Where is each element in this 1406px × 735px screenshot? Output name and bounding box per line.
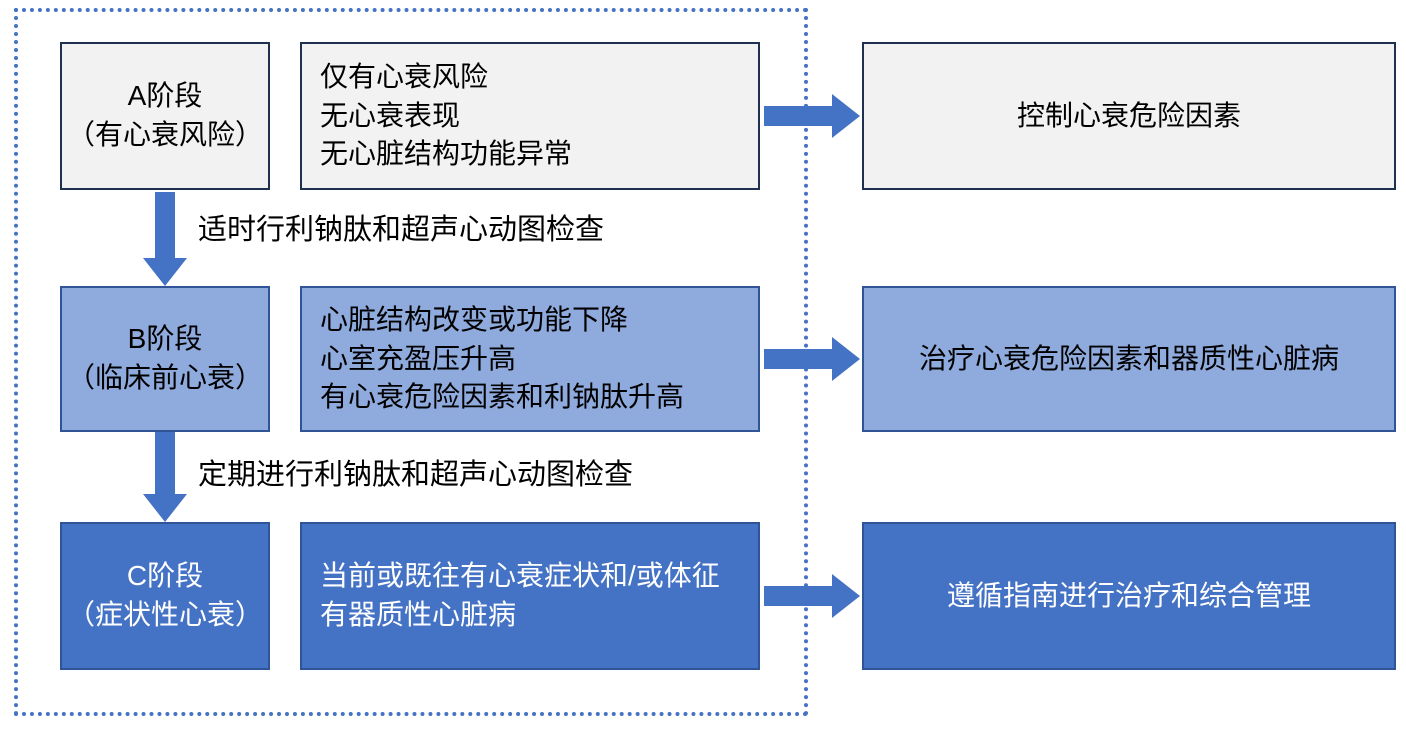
arrow-head <box>832 94 860 138</box>
stage-c-sublabel: （症状性心衰） <box>66 599 263 630</box>
arrow-shaft <box>764 349 834 369</box>
stage-b-action-box: 治疗心衰危险因素和器质性心脏病 <box>862 286 1396 432</box>
stage-c-action-label: 遵循指南进行治疗和综合管理 <box>946 579 1311 611</box>
transition-b-to-c-label: 定期进行利钠肽和超声心动图检查 <box>198 459 634 491</box>
stage-c-action-box: 遵循指南进行治疗和综合管理 <box>862 522 1396 670</box>
arrow-head <box>143 258 187 286</box>
arrow-shaft <box>764 586 834 606</box>
transition-a-to-b-label: 适时行利钠肽和超声心动图检查 <box>198 214 605 246</box>
stage-c-criteria-box: 当前或既往有心衰症状和/或体征 有器质性心脏病 <box>300 522 760 670</box>
stage-a-criteria-box: 仅有心衰风险 无心衰表现 无心脏结构功能异常 <box>300 42 760 190</box>
arrow-head <box>832 574 860 618</box>
stage-a-right-arrow-icon <box>764 94 860 138</box>
stage-b-box: B阶段 （临床前心衰） <box>60 286 270 432</box>
stage-b-action-label: 治疗心衰危险因素和器质性心脏病 <box>918 342 1339 374</box>
stage-b-criteria-box: 心脏结构改变或功能下降 心室充盈压升高 有心衰危险因素和利钠肽升高 <box>300 286 760 432</box>
stage-a-action-label: 控制心衰危险因素 <box>1016 99 1241 131</box>
stage-a-label: A阶段 <box>127 80 203 112</box>
arrow-shaft <box>155 432 175 496</box>
stage-c-box: C阶段 （症状性心衰） <box>60 522 270 670</box>
stage-c-criteria-line: 当前或既往有心衰症状和/或体征 <box>320 560 720 592</box>
stage-b-sublabel: （临床前心衰） <box>66 362 263 393</box>
arrow-head <box>143 494 187 522</box>
stage-b-criteria-line: 有心衰危险因素和利钠肽升高 <box>320 381 685 413</box>
arrow-head <box>832 337 860 381</box>
stage-b-to-c-arrow-icon <box>143 432 187 522</box>
arrow-shaft <box>764 106 834 126</box>
stage-c-right-arrow-icon <box>764 574 860 618</box>
stage-a-criteria-line: 无心衰表现 <box>320 99 461 131</box>
stage-b-label: B阶段 <box>127 323 203 355</box>
stage-b-criteria-line: 心脏结构改变或功能下降 <box>320 304 629 336</box>
stage-a-action-box: 控制心衰危险因素 <box>862 42 1396 190</box>
stage-c-criteria-line: 有器质性心脏病 <box>320 599 517 630</box>
stage-a-criteria-line: 仅有心衰风险 <box>320 61 489 93</box>
arrow-shaft <box>155 192 175 260</box>
stage-b-right-arrow-icon <box>764 337 860 381</box>
stage-a-box: A阶段 （有心衰风险） <box>60 42 270 190</box>
stage-b-criteria-line: 心室充盈压升高 <box>320 342 517 374</box>
stage-a-sublabel: （有心衰风险） <box>66 119 263 150</box>
stage-c-label: C阶段 <box>126 560 204 592</box>
stage-a-to-b-arrow-icon <box>143 192 187 286</box>
stage-a-criteria-line: 无心脏结构功能异常 <box>320 138 573 170</box>
